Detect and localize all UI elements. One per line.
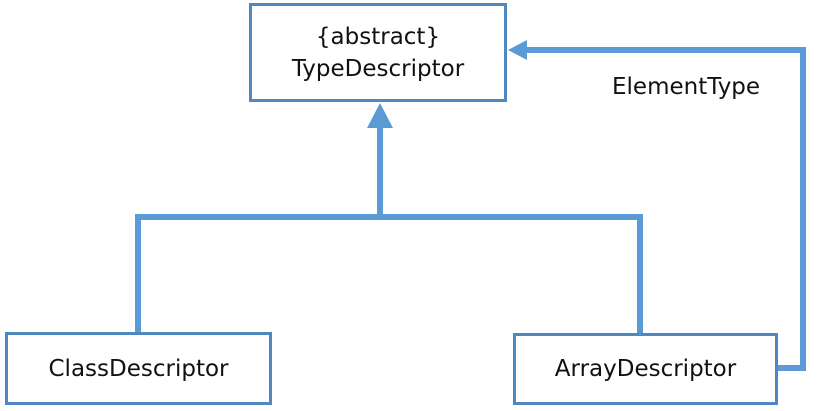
array-descriptor-name: ArrayDescriptor xyxy=(554,356,737,382)
type-descriptor-box: {abstract} TypeDescriptor xyxy=(249,3,507,102)
type-descriptor-stereotype: {abstract} xyxy=(315,23,441,50)
type-descriptor-name: TypeDescriptor xyxy=(291,55,465,82)
element-type-association-line xyxy=(524,47,806,371)
array-descriptor-box: ArrayDescriptor xyxy=(513,333,778,405)
inheritance-arrowhead xyxy=(367,103,393,128)
association-arrowhead xyxy=(508,40,527,60)
element-type-association-label: ElementType xyxy=(612,74,761,100)
class-descriptor-name: ClassDescriptor xyxy=(48,355,229,382)
inheritance-branch-line xyxy=(135,214,643,336)
class-descriptor-box: ClassDescriptor xyxy=(5,332,272,405)
